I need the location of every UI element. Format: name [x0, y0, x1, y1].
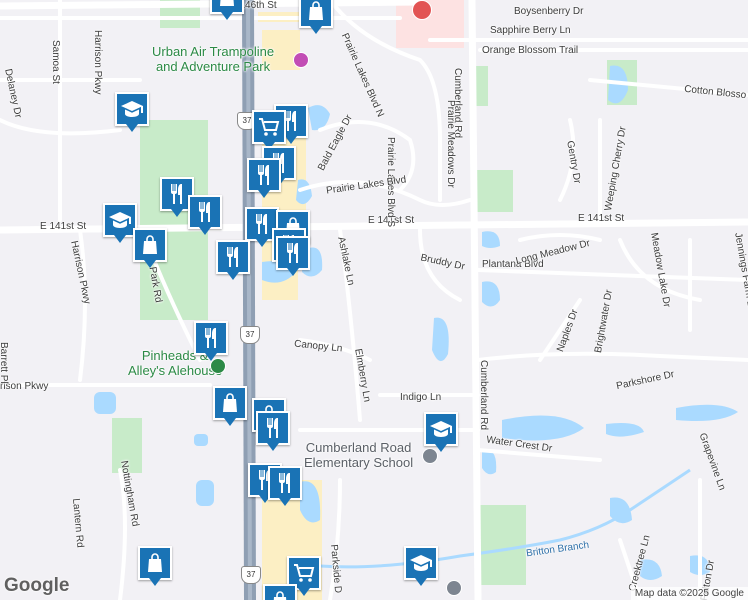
street-label-plantana: Plantana Blvd: [482, 259, 544, 270]
street-label-samoa: Samoa St: [50, 40, 61, 84]
google-logo: Google: [4, 575, 70, 596]
street-label-indigo: Indigo Ln: [400, 392, 442, 403]
street-label-harrison: Harrison Pkwy: [92, 30, 103, 95]
shopping-bag-icon[interactable]: [210, 0, 244, 20]
street-label-e141: E 141st St: [368, 215, 415, 226]
street-label-harrison: rison Pkwy: [0, 381, 49, 392]
place-label-pinheads[interactable]: Pinheads & Alley's Alehouse: [128, 348, 223, 378]
park-area: [476, 66, 488, 106]
fork-knife-icon[interactable]: [194, 321, 228, 361]
bowling-icon[interactable]: [210, 358, 226, 374]
shopping-cart-icon[interactable]: [252, 110, 286, 150]
graduation-cap-icon[interactable]: [103, 203, 137, 243]
street-label-orange-blossom: Orange Blossom Trail: [482, 45, 579, 56]
park-area: [475, 170, 513, 212]
graduation-cap-icon[interactable]: [115, 92, 149, 132]
britton-branch-creek: [319, 468, 691, 569]
fork-knife-icon[interactable]: [247, 158, 281, 198]
fork-knife-icon[interactable]: [268, 466, 302, 506]
map-attribution[interactable]: Map data ©2025 Google: [630, 587, 748, 600]
graduation-cap-icon[interactable]: [424, 412, 458, 452]
place-label-urban-air[interactable]: Urban Air Trampoline and Adventure Park: [152, 44, 275, 74]
park-area: [112, 418, 142, 473]
amusement-park-icon[interactable]: [293, 52, 309, 68]
shopping-bag-icon[interactable]: [213, 386, 247, 426]
hospital-icon[interactable]: [412, 0, 432, 20]
fork-knife-icon[interactable]: [216, 240, 250, 280]
park-area: [478, 505, 526, 585]
school-poi-icon[interactable]: [446, 580, 462, 596]
street-label-e141: E 141st St: [40, 221, 87, 232]
route-37-shield: 37: [240, 326, 260, 344]
fork-knife-icon[interactable]: [276, 236, 310, 276]
street-label-prairie-meadows: Prairie Meadows Dr: [445, 100, 456, 188]
fork-knife-icon[interactable]: [188, 195, 222, 235]
route-37-shield: 37: [241, 566, 261, 584]
place-label-cumberland-school[interactable]: Cumberland Road Elementary School: [304, 440, 414, 470]
school-poi-icon[interactable]: [422, 448, 438, 464]
street-label-cumberland: Cumberland Rd: [478, 360, 489, 431]
shopping-bag-icon[interactable]: [299, 0, 333, 34]
shopping-bag-icon[interactable]: [138, 546, 172, 586]
street-label-e146: E 146th St: [230, 0, 277, 11]
fork-knife-icon[interactable]: [256, 411, 290, 451]
street-label-boysenberry: Boysenberry Dr: [514, 6, 584, 17]
street-label-sapphire: Sapphire Berry Ln: [490, 25, 571, 36]
graduation-cap-icon[interactable]: [404, 546, 438, 586]
street-label-barrett: Barrett Pl: [0, 342, 9, 384]
shopping-bag-icon[interactable]: [263, 584, 297, 600]
shopping-bag-icon[interactable]: [133, 228, 167, 268]
street-label-e141: E 141st St: [578, 213, 625, 224]
